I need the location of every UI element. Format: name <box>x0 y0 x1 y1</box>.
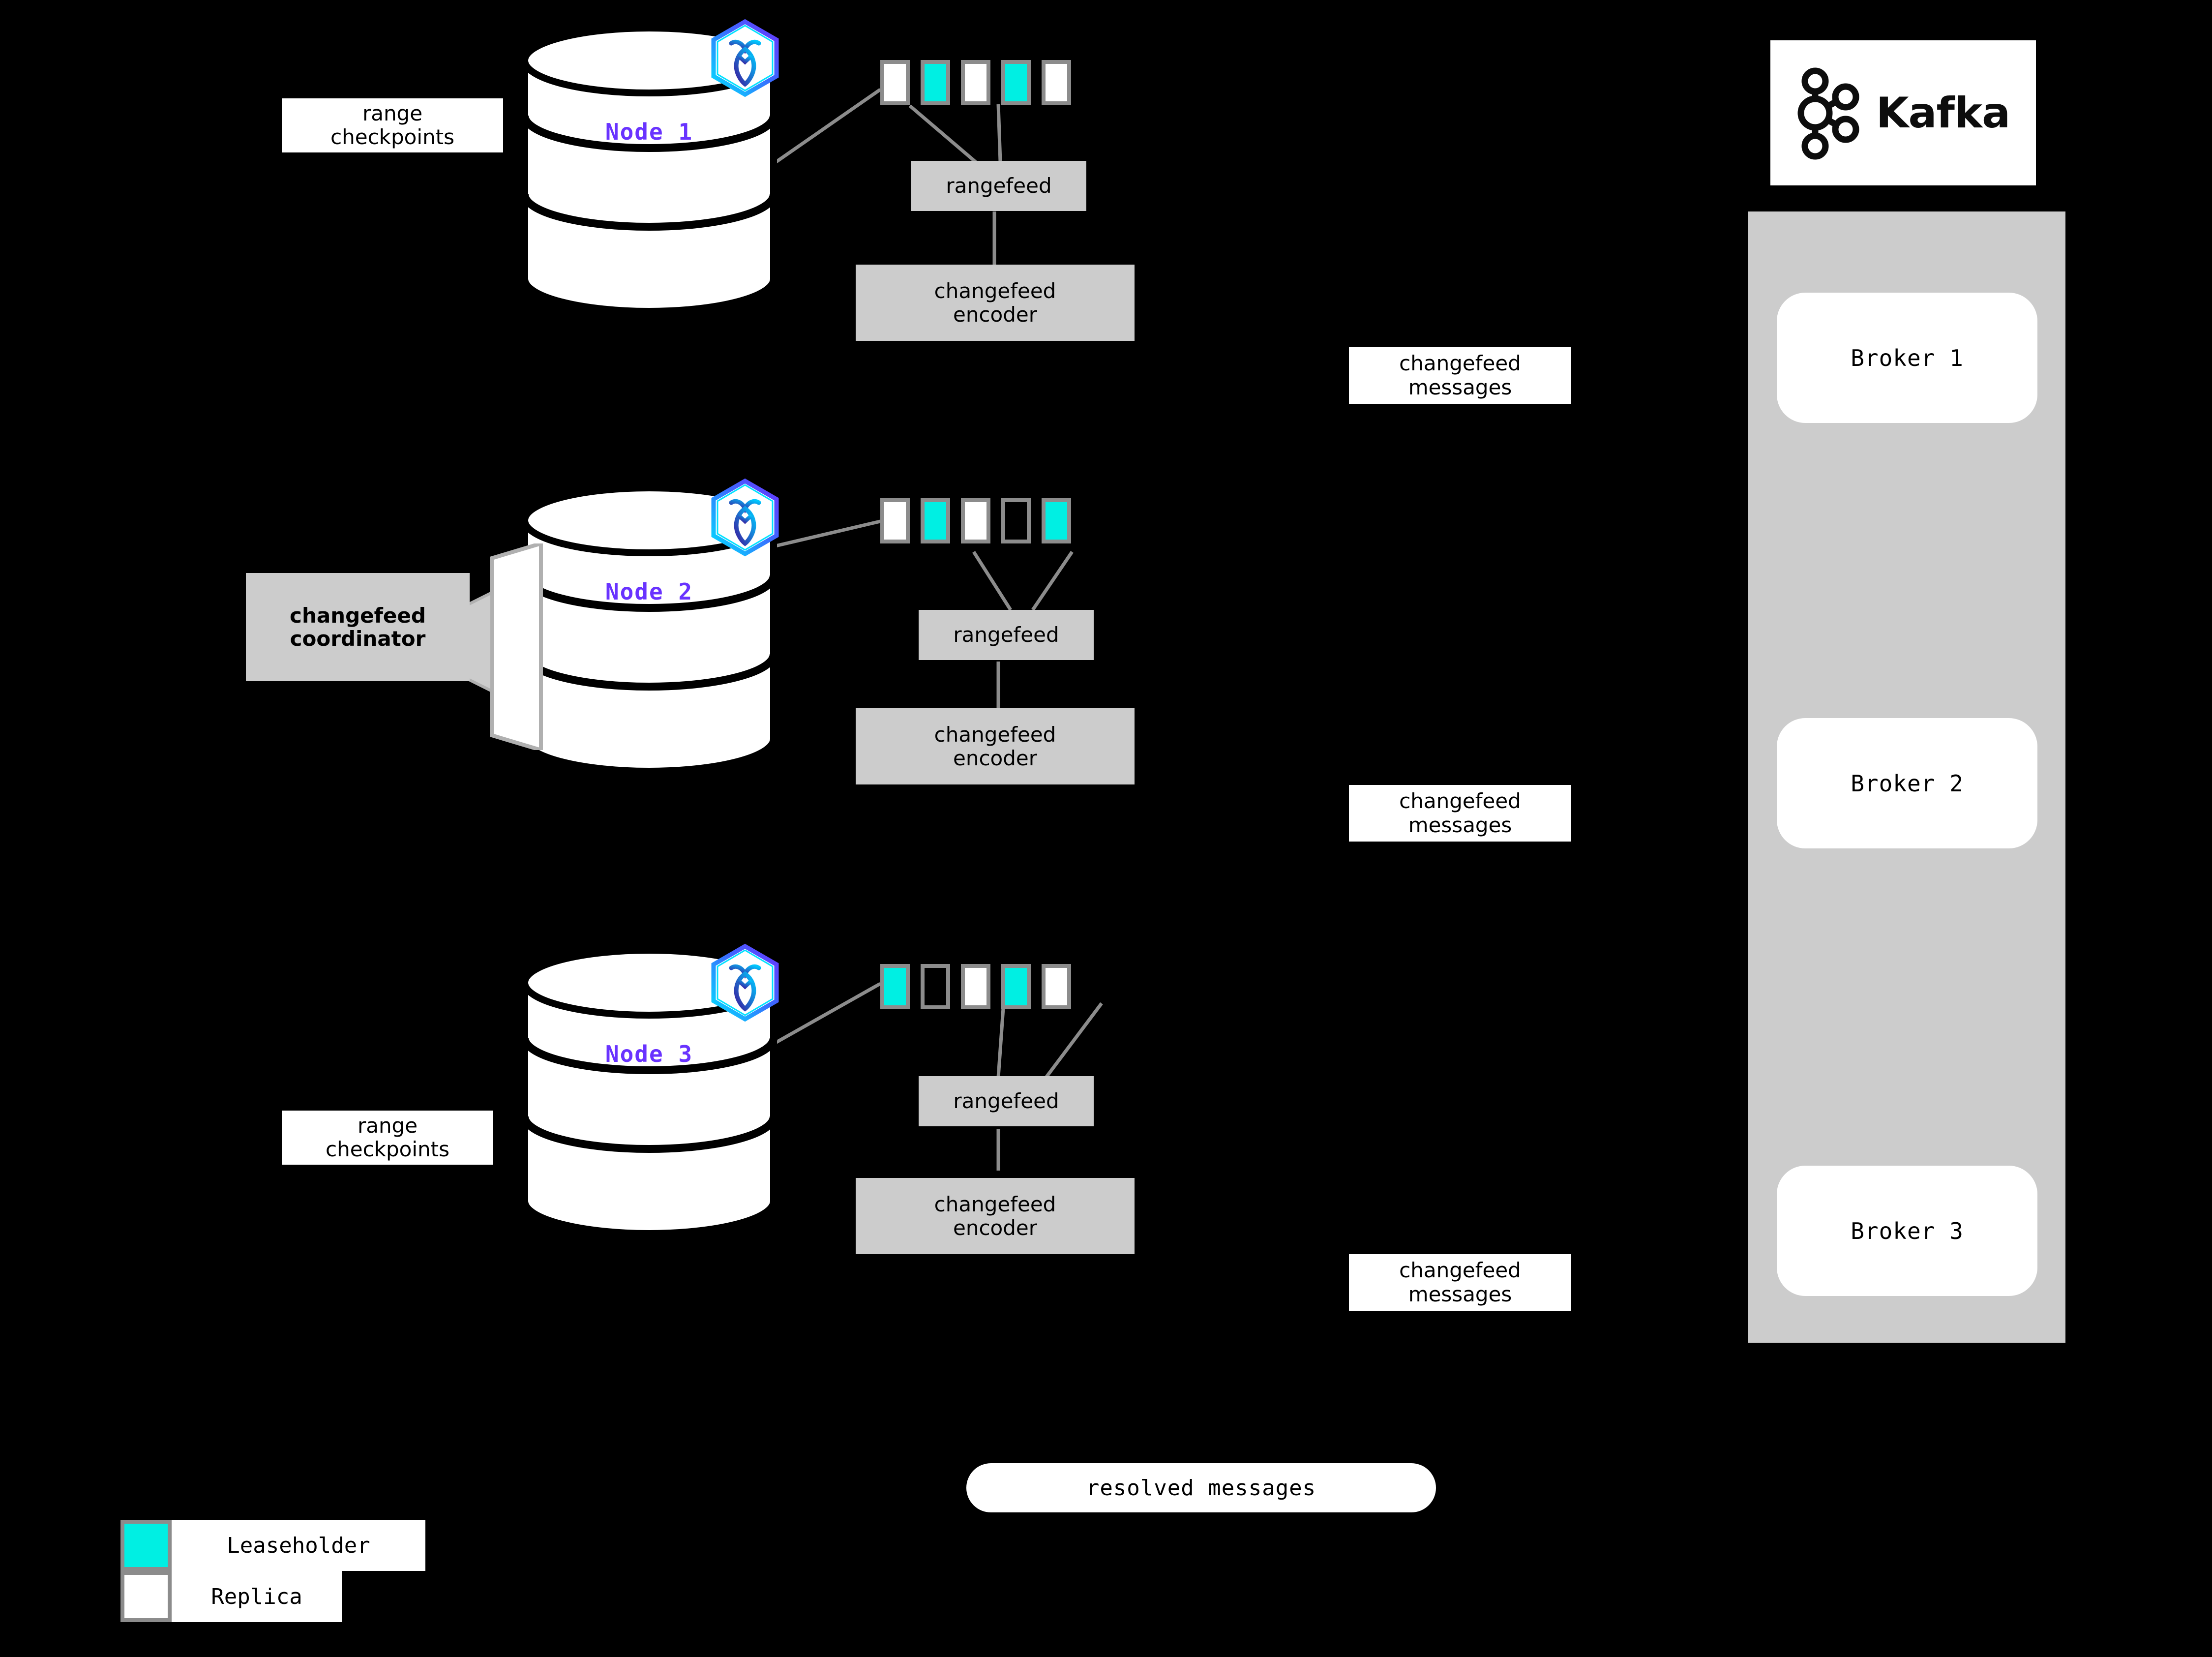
changefeed-coordinator-plate <box>461 541 561 753</box>
range-box[interactable] <box>1042 498 1071 543</box>
changefeed-messages-label-1: changefeed messages <box>1349 347 1571 404</box>
range-box[interactable] <box>1001 60 1031 105</box>
changefeed-coordinator-box[interactable]: changefeed coordinator <box>246 573 470 681</box>
node-2-changefeed-encoder-box[interactable]: changefeed encoder <box>856 708 1135 784</box>
legend-item-replica: Replica <box>120 1571 342 1622</box>
node-2-ranges <box>880 498 1071 543</box>
changefeed-messages-line2: messages <box>1408 1282 1512 1306</box>
range-box[interactable] <box>880 964 910 1009</box>
broker-3[interactable]: Broker 3 <box>1777 1166 2037 1296</box>
rangefeed-label: rangefeed <box>953 623 1059 647</box>
range-box[interactable] <box>1042 60 1071 105</box>
resolved-messages-pill: resolved messages <box>966 1463 1436 1512</box>
cockroachdb-logo <box>708 943 782 1022</box>
broker-1[interactable]: Broker 1 <box>1777 293 2037 423</box>
legend-swatch-leaseholder <box>120 1520 172 1571</box>
kafka-wordmark: Kafka <box>1876 88 2010 138</box>
changefeed-messages-line1: changefeed <box>1399 789 1521 813</box>
encoder-line2: encoder <box>953 746 1037 770</box>
node-3-range-checkpoints-label: range checkpoints <box>282 1111 493 1165</box>
range-box[interactable] <box>921 964 950 1009</box>
broker-label: Broker 2 <box>1851 770 1964 797</box>
encoder-line2: encoder <box>953 302 1037 327</box>
legend-label-leaseholder: Leaseholder <box>172 1520 425 1571</box>
node-1-rangefeed-box[interactable]: rangefeed <box>911 161 1086 211</box>
kafka-logo <box>1796 66 1865 160</box>
node-1-changefeed-encoder-box[interactable]: changefeed encoder <box>856 265 1135 341</box>
node-1-range-checkpoints-label: range checkpoints <box>282 98 503 152</box>
changefeed-messages-label-2: changefeed messages <box>1349 785 1571 842</box>
range-checkpoints-line1: range <box>357 1113 418 1138</box>
changefeed-messages-line1: changefeed <box>1399 1258 1521 1283</box>
changefeed-messages-label-3: changefeed messages <box>1349 1254 1571 1311</box>
range-box[interactable] <box>1001 498 1031 543</box>
node-2-rangefeed-box[interactable]: rangefeed <box>919 610 1094 660</box>
cockroachdb-logo <box>708 19 782 97</box>
range-checkpoints-line1: range <box>362 101 423 125</box>
legend-item-leaseholder: Leaseholder <box>120 1520 425 1571</box>
resolved-messages-label: resolved messages <box>1086 1475 1316 1501</box>
range-box[interactable] <box>961 498 990 543</box>
node-3-changefeed-encoder-box[interactable]: changefeed encoder <box>856 1178 1135 1254</box>
range-box[interactable] <box>921 60 950 105</box>
encoder-line1: changefeed <box>934 723 1056 747</box>
broker-label: Broker 1 <box>1851 344 1964 371</box>
rangefeed-label: rangefeed <box>946 174 1052 198</box>
node-3-rangefeed-box[interactable]: rangefeed <box>919 1076 1094 1126</box>
range-box[interactable] <box>961 60 990 105</box>
range-box[interactable] <box>921 498 950 543</box>
range-checkpoints-line2: checkpoints <box>330 125 454 149</box>
encoder-line2: encoder <box>953 1215 1037 1240</box>
coordinator-line1: changefeed <box>290 603 426 628</box>
range-checkpoints-line2: checkpoints <box>326 1137 449 1161</box>
legend-swatch-replica <box>120 1571 172 1622</box>
coordinator-line2: coordinator <box>290 627 426 651</box>
broker-label: Broker 3 <box>1851 1217 1964 1244</box>
changefeed-messages-line2: messages <box>1408 375 1512 399</box>
range-box[interactable] <box>880 60 910 105</box>
changefeed-messages-line2: messages <box>1408 813 1512 837</box>
node-3-ranges <box>880 964 1071 1009</box>
range-box[interactable] <box>961 964 990 1009</box>
legend-label-replica: Replica <box>172 1571 342 1622</box>
node-1-ranges <box>880 60 1071 105</box>
legend: Leaseholder Replica <box>120 1520 465 1622</box>
range-box[interactable] <box>1001 964 1031 1009</box>
broker-2[interactable]: Broker 2 <box>1777 718 2037 848</box>
range-box[interactable] <box>880 498 910 543</box>
encoder-line1: changefeed <box>934 1192 1056 1217</box>
range-box[interactable] <box>1042 964 1071 1009</box>
cockroachdb-logo <box>708 478 782 557</box>
rangefeed-label: rangefeed <box>953 1089 1059 1114</box>
changefeed-messages-line1: changefeed <box>1399 351 1521 376</box>
kafka-logo-box: Kafka <box>1770 40 2036 185</box>
encoder-line1: changefeed <box>934 279 1056 303</box>
